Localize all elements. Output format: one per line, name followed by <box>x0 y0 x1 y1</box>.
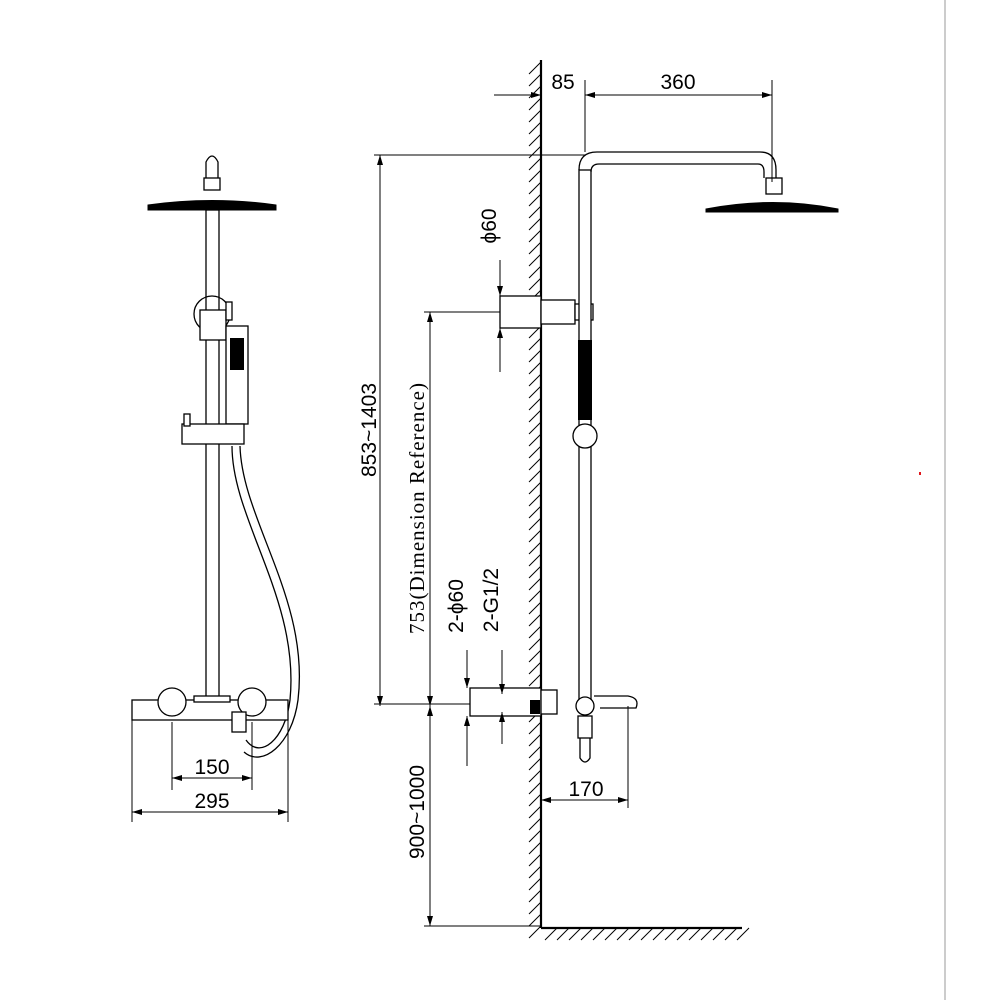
side-top-bracket <box>540 299 576 325</box>
front-view: 150 295 <box>131 155 300 822</box>
dim-label-2phi60: 2-ϕ60 <box>445 579 468 633</box>
front-hose-inner <box>239 445 300 758</box>
dim-label-2g12: 2-G1/2 <box>480 568 503 632</box>
front-hose-outer <box>231 445 292 749</box>
front-right-handle <box>237 687 267 717</box>
floor-hatch <box>544 927 750 941</box>
side-shower-head <box>705 202 839 213</box>
red-mark <box>919 472 921 475</box>
dim-label-phi60: ϕ60 <box>478 208 501 243</box>
dim-label-853-1403: 853~1403 <box>358 383 381 477</box>
front-top-elbow <box>205 155 219 190</box>
side-mixer-body <box>540 689 558 715</box>
front-diverter-knob <box>225 301 233 321</box>
side-mixer-mark <box>530 700 540 714</box>
side-hose-tip <box>579 738 591 763</box>
front-hand-shower-face <box>230 338 244 370</box>
front-mixer-outlet <box>193 695 231 703</box>
dim-label-150: 150 <box>194 756 229 779</box>
dim-label-170: 170 <box>568 778 603 801</box>
dim-label-753: 753(Dimension Reference) <box>405 382 429 634</box>
front-slider-knob <box>183 413 191 427</box>
side-hose-outlet <box>577 715 593 739</box>
side-top-wall-flange <box>499 295 542 329</box>
side-view: 85 360 853~1403 753(Dimension Reference)… <box>358 60 839 941</box>
front-shower-head <box>147 200 277 211</box>
side-spout <box>594 695 638 709</box>
front-slider-holder <box>181 423 245 445</box>
front-hose-connector <box>231 711 247 733</box>
side-handle <box>575 696 595 716</box>
front-left-handle <box>157 687 187 717</box>
front-riser-pipe <box>205 209 220 701</box>
dim-label-295: 295 <box>194 790 229 813</box>
wall-hatch <box>528 61 542 939</box>
side-head-connector <box>765 177 783 195</box>
side-arm-inner <box>590 163 765 178</box>
side-arm-outer <box>578 151 777 178</box>
dim-label-900-1000: 900~1000 <box>406 765 429 859</box>
front-diverter-body <box>199 309 227 341</box>
front-head-connector <box>203 177 221 191</box>
side-hand-shower <box>578 340 592 420</box>
dim-label-85: 85 <box>551 71 574 94</box>
side-slider-knob <box>572 423 598 449</box>
dim-label-360: 360 <box>660 71 695 94</box>
